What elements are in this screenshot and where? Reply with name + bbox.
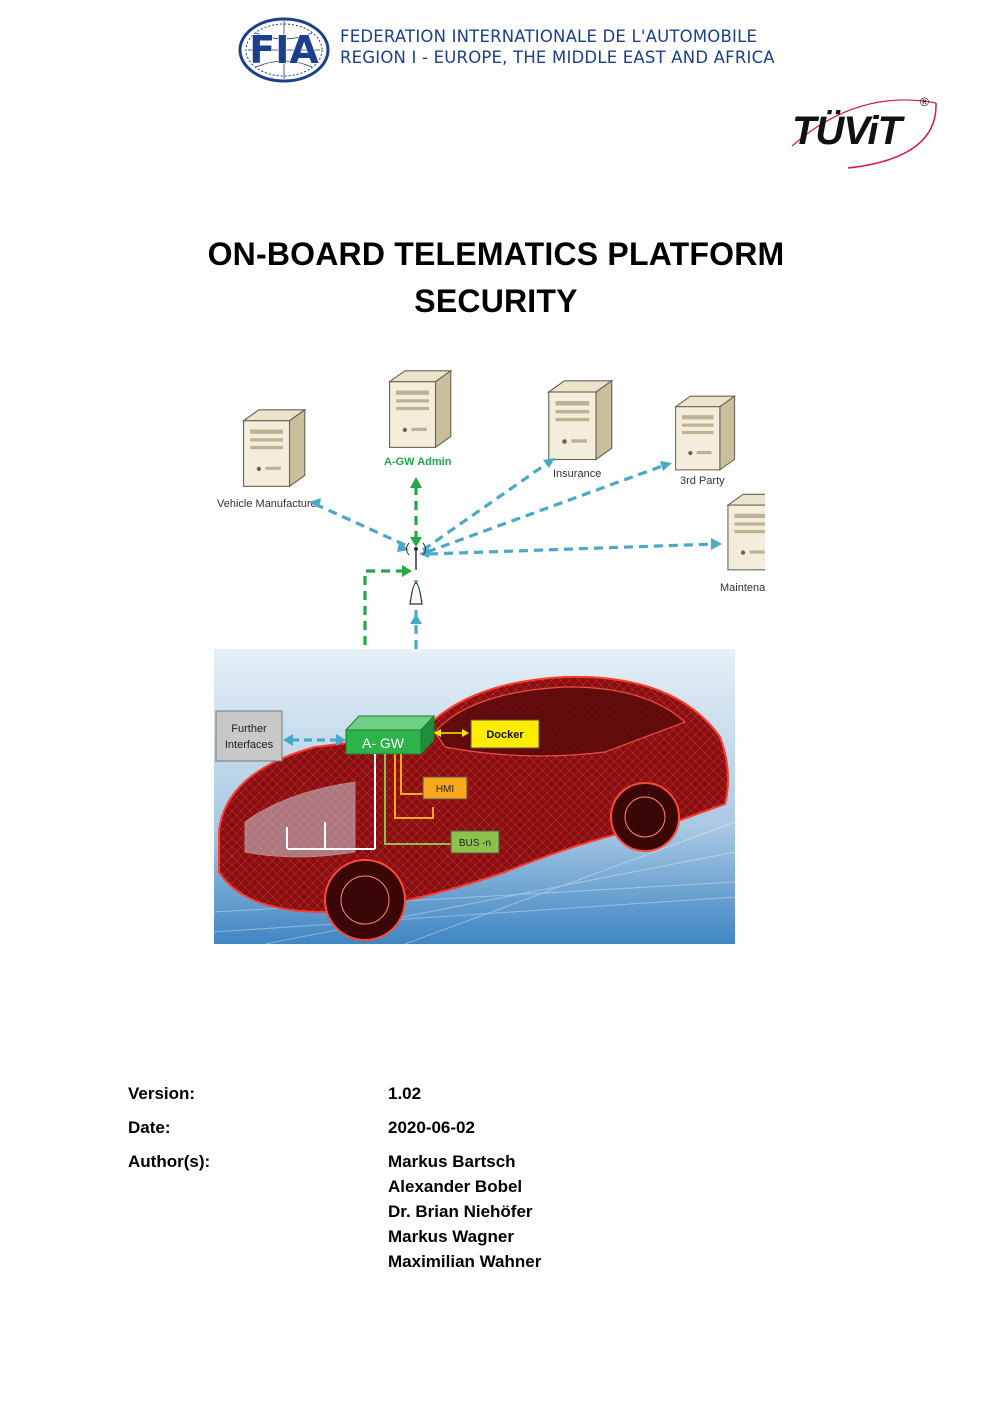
authors-label: Author(s): (128, 1152, 211, 1171)
admin-link (363, 486, 418, 707)
docker-label: Docker (486, 729, 524, 741)
insurance-label: Insurance (553, 468, 601, 480)
authors-list: Markus Bartsch Alexander Bobel Dr. Brian… (388, 1149, 541, 1274)
antenna-icon (406, 542, 426, 605)
bus-box (450, 830, 500, 854)
author-name: Markus Wagner (388, 1227, 514, 1246)
car-illustration (213, 649, 736, 945)
third-party-label: 3rd Party (680, 475, 725, 487)
agw-admin-server-icon (388, 370, 452, 448)
version-label: Version: (128, 1084, 196, 1103)
version-value: 1.02 (388, 1084, 422, 1103)
fia-logo-text: FIA (249, 28, 319, 72)
fia-logo: FIA (238, 17, 330, 83)
further-interfaces-label-1: Further (231, 723, 267, 735)
further-interfaces-label-2: Interfaces (225, 739, 274, 751)
document-title-line-2: SECURITY (414, 283, 578, 319)
author-name: Alexander Bobel (388, 1177, 523, 1196)
agw-admin-label: A-GW Admin (384, 456, 452, 468)
federation-region: REGION I - EUROPE, THE MIDDLE EAST AND A… (340, 48, 775, 67)
hmi-box (422, 776, 468, 800)
maintenance-label: Maintenance (720, 582, 765, 594)
date-label: Date: (128, 1118, 171, 1137)
hmi-label: HMI (436, 784, 454, 795)
bus-lines (286, 754, 376, 850)
tuvit-logo-text: TÜViT (792, 108, 906, 153)
tuvit-logo: TÜViT ® (791, 95, 937, 169)
cloud-link-arrowheads (309, 458, 722, 708)
insurance-server-icon (548, 380, 613, 461)
architecture-diagram: Vehicle Manufacturer A-GW Admin Insuranc… (213, 370, 765, 945)
vehicle-manufacturer-label: Vehicle Manufacturer (217, 498, 321, 510)
bus-label: BUS -n (459, 838, 491, 849)
cloud-links (314, 460, 716, 702)
docker-box (470, 719, 540, 749)
registered-mark: ® (920, 95, 929, 109)
third-party-server-icon (675, 395, 736, 471)
federation-name: FEDERATION INTERNATIONALE DE L'AUTOMOBIL… (340, 27, 758, 46)
agw-label: A- GW (362, 735, 405, 751)
further-interfaces-box (215, 710, 283, 762)
author-name: Maximilian Wahner (388, 1252, 542, 1271)
vehicle-manufacturer-server-icon (242, 409, 306, 487)
document-title-line-1: ON-BOARD TELEMATICS PLATFORM (207, 236, 785, 272)
author-name: Markus Bartsch (388, 1152, 516, 1171)
author-name: Dr. Brian Niehöfer (388, 1202, 533, 1221)
date-value: 2020-06-02 (388, 1118, 475, 1137)
maintenance-server-icon (727, 493, 765, 571)
agw-box (344, 714, 436, 756)
